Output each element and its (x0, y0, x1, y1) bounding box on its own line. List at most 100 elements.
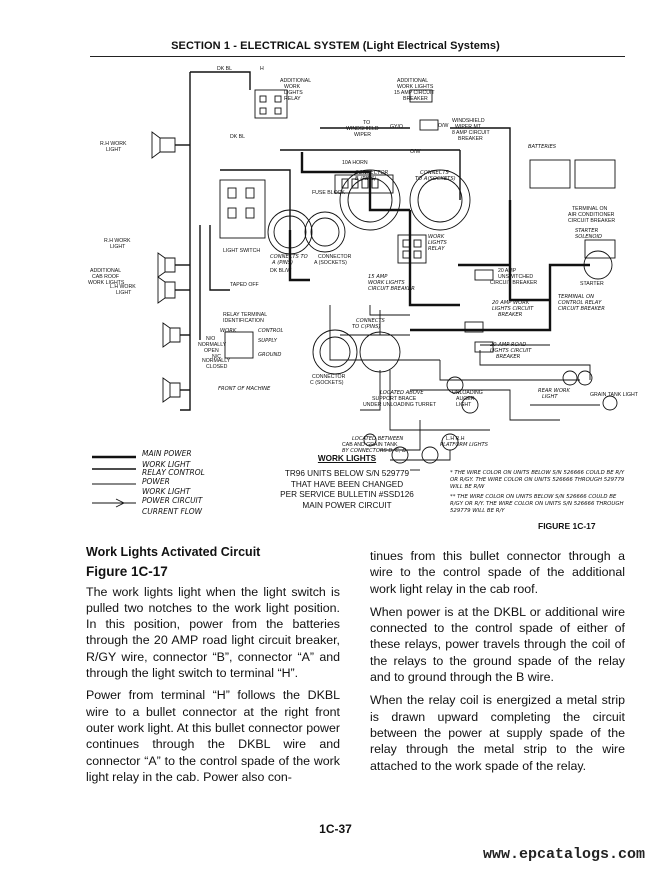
label-relay-nopen-2: OPEN (204, 348, 219, 354)
label-add-cab-1: ADDITIONAL (90, 268, 121, 274)
work-lights-line-1: TR96 UNITS BELOW S/N 529779 (284, 469, 410, 479)
left-paragraph-2: Power from terminal “H” follows the DKBL… (86, 688, 340, 784)
diagram-labels: DK BL H ADDITIONAL WORK LIGHTS RELAY ADD… (88, 66, 639, 454)
label-add-relay-1: ADDITIONAL (280, 78, 311, 84)
label-road-1: 20 AMP ROAD (490, 342, 526, 348)
wiring-diagram: DK BL H ADDITIONAL WORK LIGHTS RELAY ADD… (88, 66, 639, 471)
label-relay-ground: GROUND (258, 352, 281, 358)
label-unsw-3: CIRCUIT BREAKER (490, 280, 537, 286)
label-rh-work2-1: R.H WORK (104, 238, 131, 244)
label-o-w-2: O/W (410, 149, 420, 155)
label-20amp-work-1: 20 AMP WORK (492, 300, 530, 306)
label-starter-sol-2: SOLENOID (575, 234, 602, 240)
label-ctrl-relay-1: TERMINAL ON (558, 294, 594, 300)
label-conn-b-1: CONNECTOR (355, 170, 389, 176)
right-paragraph-3: When the relay coil is energized a metal… (370, 693, 625, 773)
label-connects-a-1: CONNECTS (420, 170, 450, 176)
label-between-3: BY CONNECTORS B, C, D (342, 448, 406, 454)
label-add-cb-2: WORK LIGHTS (397, 84, 434, 90)
label-rh-work-2: LIGHT (106, 147, 122, 153)
label-front-machine: FRONT OF MACHINE (218, 386, 271, 392)
label-connects-a-2: TO A(SOCKETS) (415, 176, 456, 182)
label-wiper-cb-2: WIPER MT (455, 124, 482, 130)
work-lights-block: WORK LIGHTS TR96 UNITS BELOW S/N 529779 … (262, 454, 432, 511)
legend-relay-control: WORK LIGHT RELAY CONTROL POWER (142, 459, 205, 486)
label-terminal-ac-3: CIRCUIT BREAKER (568, 218, 615, 224)
label-lh-work-1: L.H WORK (110, 284, 136, 290)
label-unload-2: AUGER (456, 396, 475, 402)
label-relay-id-2: IDENTIFICATION (223, 318, 264, 324)
work-lights-line-2: THAT HAVE BEEN CHANGED (290, 479, 404, 489)
label-rh-work-1: R.H WORK (100, 141, 127, 147)
label-relay-no: N/O (206, 336, 215, 342)
label-wiper-cb-1: WINDSHIELD (452, 118, 485, 124)
label-relay-nclosed-1: NORMALLY (202, 358, 231, 364)
right-paragraph-2: When power is at the DKBL or additional … (370, 604, 625, 685)
page-header: SECTION 1 - ELECTRICAL SYSTEM (Light Ele… (171, 40, 500, 52)
label-unsw-1: 20 AMP (498, 268, 517, 274)
label-terminal-ac-1: TERMINAL ON (572, 206, 608, 212)
label-dk-bl-w: DK BL/W (270, 268, 291, 274)
label-o-w: O/W (438, 123, 448, 129)
label-20amp-work-3: BREAKER (498, 312, 523, 318)
label-20amp-work-2: LIGHTS CIRCUIT (492, 306, 534, 312)
label-between-1: LOCATED BETWEEN (352, 436, 403, 442)
label-rear-2: LIGHT (542, 394, 558, 400)
section-heading: Work Lights Activated Circuit (86, 545, 261, 559)
label-wiper-cb-3: 8 AMP CIRCUIT (452, 130, 490, 136)
label-conn-a-1: CONNECTOR (318, 254, 352, 260)
label-wl-relay-2: LIGHTS (428, 240, 448, 246)
label-platform-2: PLATFORM LIGHTS (440, 442, 489, 448)
label-wire-h: H (260, 66, 264, 72)
label-connects-b-2: A (PINS) (271, 260, 293, 266)
label-horn: 10A HORN (342, 160, 368, 166)
label-add-cb-3: 15 AMP CIRCUIT (394, 90, 435, 96)
label-unload-3: LIGHT (456, 402, 472, 408)
footer-watermark-link[interactable]: www.epcatalogs.com (482, 846, 645, 863)
left-paragraph-1: The work lights light when the light swi… (86, 584, 340, 681)
label-relay-supply: SUPPLY (258, 338, 278, 344)
note-single-star: * THE WIRE COLOR ON UNITS BELOW S/N 5266… (450, 470, 625, 490)
rh-work-light-lamp (151, 131, 176, 159)
label-add-relay-3: LIGHTS (284, 90, 303, 96)
label-platform-1: L.H R.H (446, 436, 465, 442)
legend-labels: MAIN POWER WORK LIGHT RELAY CONTROL POWE… (142, 449, 232, 516)
legend-current-flow: CURRENT FLOW (142, 506, 203, 516)
label-taped-off: TAPED OFF (230, 282, 259, 288)
label-ctrl-relay-3: CIRCUIT BREAKER (558, 306, 605, 312)
label-dk-bl-mid: DK BL (230, 134, 245, 140)
label-relay-id-1: RELAY TERMINAL (223, 312, 267, 318)
label-add-cab-2: CAB ROOF (92, 274, 119, 280)
label-unsw-2: UNSWITCHED (498, 274, 533, 280)
label-starter-sol-1: STARTER (575, 228, 599, 234)
figure-caption: FIGURE 1C-17 (538, 521, 596, 531)
label-wl-relay-1: WORK (428, 234, 445, 240)
label-15amp-2: WORK LIGHTS (368, 280, 405, 286)
figure-heading: Figure 1C-17 (86, 564, 168, 580)
work-lights-title: WORK LIGHTS (317, 454, 377, 463)
label-relay-nclosed-2: CLOSED (206, 364, 228, 370)
label-ctrl-relay-2: CONTROL RELAY (558, 300, 602, 306)
label-light-switch: LIGHT SWITCH (223, 248, 260, 254)
note-double-star: ** THE WIRE COLOR ON UNITS BELOW S/N 526… (450, 494, 624, 514)
left-column: Work Lights Activated Circuit Figure 1C-… (86, 544, 340, 791)
label-add-cab-3: WORK LIGHTS (88, 280, 125, 286)
page-number: 1C-37 (319, 822, 352, 836)
label-wiper-cb-4: BREAKER (458, 136, 483, 142)
label-dk-bl-top: DK BL (217, 66, 232, 72)
label-unload-1: UNLOADING (452, 390, 483, 396)
label-to-wiper-2: WINDSHIELD (346, 126, 379, 132)
label-add-cb-1: ADDITIONAL (397, 78, 428, 84)
label-15amp-3: CIRCUIT BREAKER (368, 286, 415, 292)
label-rear-1: REAR WORK (538, 388, 571, 394)
legend-arrow-icon (115, 498, 126, 508)
label-road-2: LIGHTS CIRCUIT (490, 348, 532, 354)
label-rh-work2-2: LIGHT (110, 244, 126, 250)
label-starter: STARTER (580, 281, 604, 287)
label-to-wiper-3: WIPER (354, 132, 371, 138)
label-add-cb-4: BREAKER (403, 96, 428, 102)
label-add-relay-2: WORK (284, 84, 301, 90)
work-lights-line-3: PER SERVICE BULLETIN #SSD126 (280, 490, 414, 500)
label-gy-o: GY/O (390, 124, 403, 130)
label-road-3: BREAKER (496, 354, 521, 360)
